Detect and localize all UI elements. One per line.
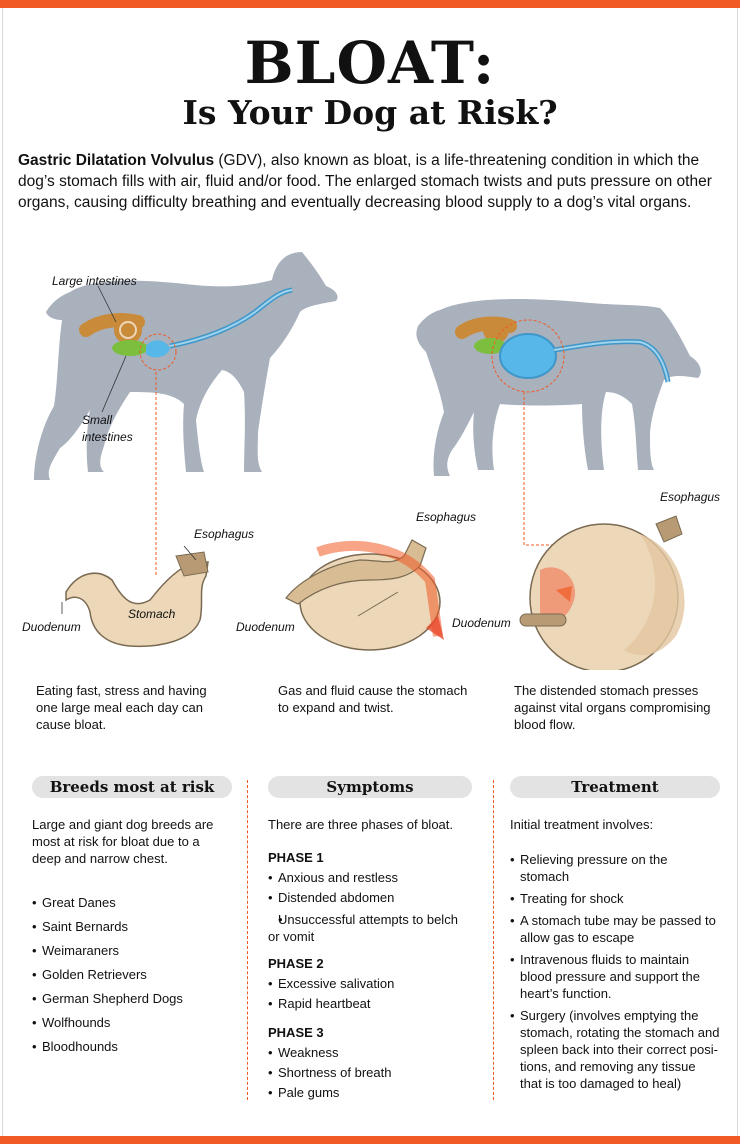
top-accent-bar	[0, 0, 740, 8]
distended-stomach	[519, 515, 685, 670]
page-subtitle: Is Your Dog at Risk?	[182, 93, 558, 132]
label-esophagus-1: Esophagus	[194, 527, 255, 541]
list-item: Treating for shock	[510, 890, 720, 907]
list-item: Saint Bernards	[32, 915, 232, 939]
label-small-intestines-line2: intestines	[82, 430, 133, 444]
label-esophagus-3: Esophagus	[660, 490, 721, 504]
bloated-organs	[455, 316, 671, 393]
list-item: Wolfhounds	[32, 1011, 232, 1035]
list-item: Distended abdomen	[268, 888, 472, 908]
treatment-heading: Treatment	[510, 776, 720, 798]
label-duodenum-2: Duodenum	[236, 620, 295, 634]
phase-2-list: Excessive salivation Rapid heartbeat	[268, 974, 472, 1014]
phase-1-label: PHASE 1	[268, 850, 324, 865]
treatment-column: Treatment Initial treatment involves: Re…	[510, 776, 720, 1092]
breeds-heading: Breeds most at risk	[32, 776, 232, 798]
caption-expand: Gas and fluid cause the stomach to expan…	[278, 683, 468, 715]
list-item: Intravenous fluids to maintain blood pre…	[510, 951, 720, 1002]
phase-3-label: PHASE 3	[268, 1025, 324, 1040]
treatment-list: Relieving pressure on the stomach Treati…	[510, 851, 720, 1092]
list-item: Bloodhounds	[32, 1035, 232, 1059]
bloat-illustration	[34, 252, 701, 670]
label-small-intestines-line1: Small	[82, 413, 113, 427]
list-item: Surgery (involves emptying the stomach, …	[510, 1007, 720, 1092]
pointer-large-intestines	[97, 285, 117, 323]
symptoms-heading: Symptoms	[268, 776, 472, 798]
caption-distended: The distended stomach presses against vi…	[514, 683, 711, 732]
symptoms-column: Symptoms There are three phases of bloat…	[268, 776, 472, 1103]
list-item: Pale gums	[268, 1083, 472, 1103]
list-item: Excessive salivation	[268, 974, 472, 994]
left-frame-line	[2, 8, 3, 1136]
bottom-accent-bar	[0, 1136, 740, 1144]
label-duodenum-1: Duodenum	[22, 620, 81, 634]
label-duodenum-3: Duodenum	[452, 616, 511, 630]
column-separator-1	[247, 780, 248, 1100]
breeds-column: Breeds most at risk Large and giant dog …	[32, 776, 232, 1059]
list-item: Shortness of breath	[268, 1063, 472, 1083]
list-item: Anxious and restless	[268, 868, 472, 888]
list-item: Golden Retrievers	[32, 963, 232, 987]
breeds-intro: Large and giant dog breeds are most at r…	[32, 817, 214, 866]
page-title: BLOAT:	[244, 29, 496, 97]
list-item: Relieving pressure on the stomach	[510, 851, 720, 885]
intro-text: (GDV), also known as bloat, is a life-th…	[18, 152, 712, 211]
intro-term: Gastric Dilatation Volvulus	[18, 152, 215, 169]
phase-1-list: Anxious and restless Distended abdomen U…	[268, 868, 472, 945]
normal-stomach	[61, 545, 209, 648]
symptoms-intro: There are three phases of bloat.	[268, 817, 454, 832]
pointer-small-intestines	[101, 355, 127, 413]
healthy-organs	[79, 287, 293, 371]
caption-cause: Eating fast, stress and having one large…	[36, 683, 207, 732]
phase-2-label: PHASE 2	[268, 956, 324, 971]
phase-3-list: Weakness Shortness of breath Pale gums	[268, 1043, 472, 1103]
list-item: Rapid heartbeat	[268, 994, 472, 1014]
list-item: A stomach tube may be passed to allow ga…	[510, 912, 720, 946]
label-large-intestines: Large intestines	[52, 274, 137, 288]
list-item: Unsuccessful attempts to belch or vomit	[268, 911, 472, 945]
label-esophagus-2: Esophagus	[416, 510, 477, 524]
list-item: German Shepherd Dogs	[32, 987, 232, 1011]
leader-line-right	[523, 392, 558, 546]
intro-paragraph: Gastric Dilatation Volvulus (GDV), also …	[18, 150, 718, 213]
list-item: Weimaraners	[32, 939, 232, 963]
label-stomach: Stomach	[128, 607, 176, 621]
treatment-intro: Initial treatment involves:	[510, 817, 654, 832]
column-separator-2	[493, 780, 494, 1100]
breeds-list: Great Danes Saint Bernards Weimaraners G…	[32, 891, 232, 1059]
list-item: Great Danes	[32, 891, 232, 915]
twisting-stomach	[285, 539, 444, 651]
right-frame-line	[737, 8, 738, 1136]
list-item: Weakness	[268, 1043, 472, 1063]
